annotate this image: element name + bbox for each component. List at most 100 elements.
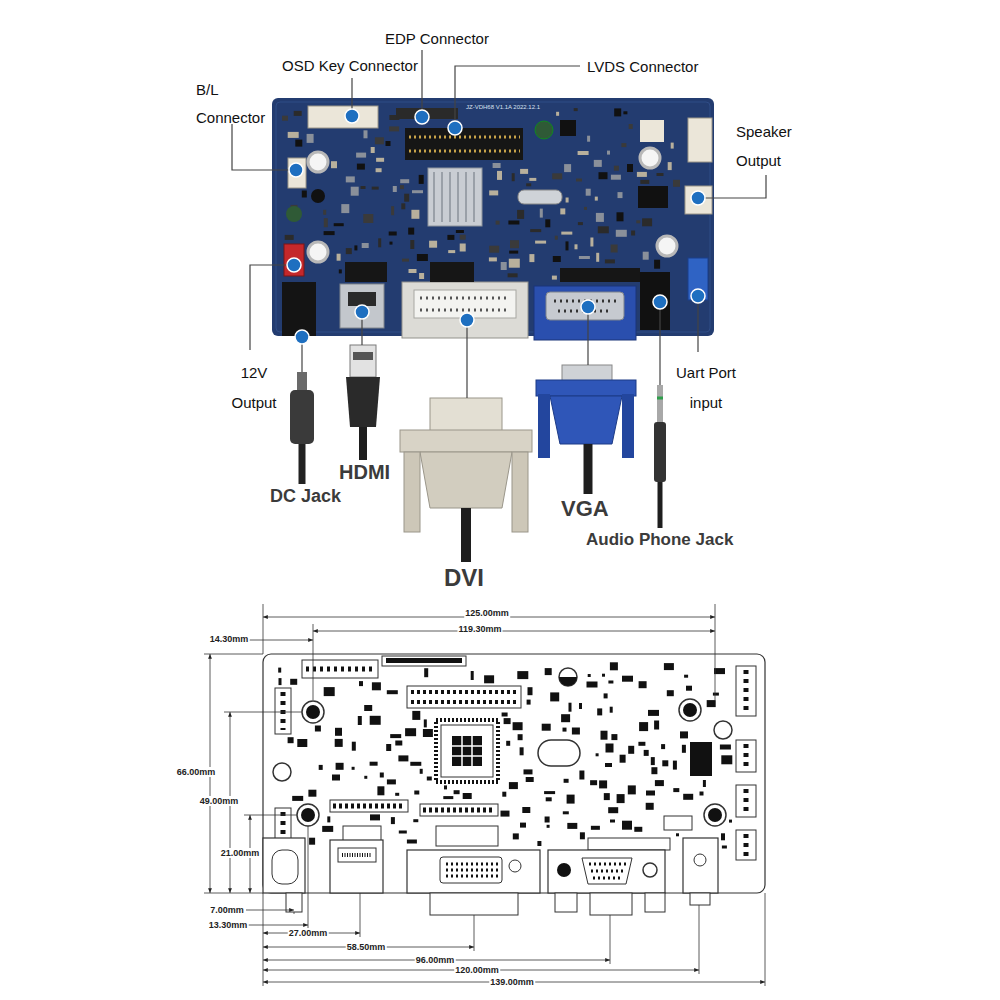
smd-part (654, 260, 660, 269)
smd-part (545, 219, 550, 227)
audio-plug-tip (657, 385, 663, 422)
mount-hole-center (301, 808, 315, 822)
smd-part (391, 206, 394, 215)
smd-part (364, 130, 368, 138)
crystal (518, 190, 562, 204)
footprint (423, 729, 433, 737)
footprint (729, 820, 732, 823)
footprint (620, 755, 626, 763)
smd-part (535, 241, 546, 244)
smd-part (386, 141, 391, 146)
footprint (596, 753, 599, 756)
smd-part (393, 186, 397, 192)
smd-part (390, 242, 393, 245)
smd-part (587, 136, 590, 142)
smd-part (389, 126, 399, 131)
mount-hole (302, 701, 324, 723)
audio-plug-body (654, 422, 666, 482)
extension-line (263, 604, 264, 654)
smd-part (529, 178, 536, 181)
footprint (336, 763, 344, 770)
smd-part (376, 158, 384, 162)
dimension-label: 7.00mm (209, 905, 245, 915)
callout-label: Uart Port input (668, 358, 744, 418)
smd-part (530, 229, 541, 232)
dc-jack (282, 282, 316, 336)
connector-pins (281, 692, 286, 730)
smd-part (361, 186, 366, 189)
footprint (673, 788, 679, 792)
footprint (639, 722, 648, 731)
audio-barrel (694, 854, 706, 866)
footprint (569, 703, 572, 712)
hdmi-pins (342, 853, 372, 857)
footprint (597, 708, 602, 715)
smd-part (429, 241, 437, 248)
header-pins (409, 150, 520, 153)
footprint (380, 773, 384, 778)
cable (299, 444, 306, 484)
vga-plug-body (550, 396, 622, 444)
footprint (563, 811, 569, 814)
hdmi-shell (338, 848, 376, 862)
vga-port (534, 286, 636, 340)
footprint (588, 674, 591, 677)
footprint (610, 662, 618, 670)
dvi-flange (430, 893, 518, 915)
footprint (454, 790, 460, 794)
footprint (520, 747, 524, 755)
connector-pins (306, 667, 374, 672)
footprint (682, 745, 686, 753)
leader-line (455, 66, 580, 121)
dimension-label: 66.00mm (176, 767, 217, 777)
dimension-label: 96.00mm (415, 955, 456, 965)
vga-flange (590, 893, 632, 915)
smd-part (363, 214, 373, 223)
smd-part (285, 235, 294, 240)
footprint (322, 826, 333, 832)
smd-part (489, 257, 497, 261)
callout-label: EDP Connector (385, 30, 489, 48)
smd-part (629, 124, 633, 129)
footprint (655, 780, 664, 786)
cable-label: DVI (444, 563, 484, 592)
cable-label: VGA (561, 496, 609, 522)
audio-tab (690, 893, 710, 905)
qfp-chip (441, 725, 493, 777)
extension-line (294, 912, 295, 914)
lvds-header (405, 128, 523, 160)
smd-part (346, 248, 352, 254)
osd-connector (308, 106, 378, 128)
vga-pins (591, 870, 623, 873)
footprint (684, 675, 688, 678)
smd-part (401, 203, 405, 209)
dimension-label: 27.00mm (288, 928, 329, 938)
dvi-pins (446, 863, 498, 866)
audio-outline (683, 838, 718, 893)
extension-line (765, 893, 766, 986)
side-connector (736, 666, 756, 716)
footprint (606, 744, 614, 753)
side-connector (736, 785, 756, 817)
footprint (358, 716, 362, 725)
smd-part (419, 273, 424, 279)
dc-jack-outline (263, 838, 305, 893)
connector-pins (744, 670, 749, 712)
footprint (390, 734, 401, 738)
footprint (587, 682, 598, 688)
footprint (610, 707, 613, 713)
cable (461, 508, 471, 562)
header-outline (588, 838, 670, 850)
smd-part (566, 241, 569, 250)
smd-part (631, 231, 635, 236)
pin-header (345, 262, 387, 282)
callout-label: LVDS Connector (587, 58, 698, 76)
footprint (292, 796, 303, 801)
footprint (335, 739, 343, 747)
smd-part (520, 169, 528, 174)
audio-ring (657, 397, 663, 400)
smd-part (375, 137, 384, 144)
footprint (610, 820, 615, 823)
footprint (628, 785, 636, 794)
smd-part (575, 244, 578, 249)
